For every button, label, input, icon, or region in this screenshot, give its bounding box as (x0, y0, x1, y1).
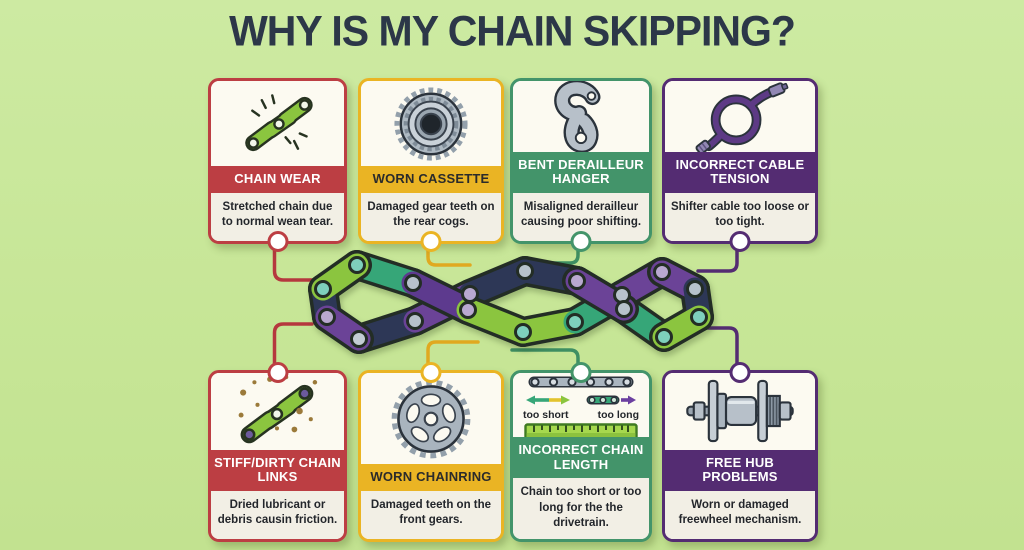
connector-node (420, 362, 442, 383)
card-title: INCORRECT CHAIN LENGTH (513, 437, 649, 479)
freehub-icon (665, 373, 815, 450)
dirty-chain-icon (211, 373, 344, 450)
too-short-label: too short (523, 408, 569, 421)
worn-cassette-icon (361, 81, 501, 167)
too-long-arrow (586, 395, 636, 405)
too-short-arrow (526, 395, 570, 405)
too-long-label: too long (597, 408, 639, 421)
card-title: FREE HUB PROBLEMS (665, 449, 815, 491)
card-free-hub-problems: FREE HUB PROBLEMS Worn or damaged freewh… (662, 362, 818, 542)
chain-wear-icon (211, 81, 344, 167)
connector-node (570, 362, 592, 383)
card-title: CHAIN WEAR (211, 166, 344, 193)
card-title: WORN CHAINRING (361, 464, 501, 491)
ruler-graphic (524, 423, 638, 438)
page-title: WHY IS MY CHAIN SKIPPING? (229, 7, 796, 55)
card-title: BENT DERAILLEUR HANGER (513, 151, 649, 193)
card-title: INCORRECT CABLE TENSION (665, 151, 815, 193)
connector-node (729, 362, 751, 383)
chainring-icon (361, 373, 501, 465)
card-description: Dried lubricant or debris causin frictio… (211, 491, 344, 539)
derailleur-hanger-icon (513, 81, 649, 152)
card-description: Worn or damaged freewheel mechanism. (665, 491, 815, 539)
card-worn-chainring: WORN CHAINRING Damaged teeth on the fron… (358, 362, 504, 542)
card-stiff-dirty-chain-links: STIFF/DIRTY CHAIN LINKS Dried lubricant … (208, 362, 347, 542)
card-incorrect-cable-tension: INCORRECT CABLE TENSION Shifter cable to… (662, 78, 818, 252)
card-description: Damaged teeth on the front gears. (361, 491, 501, 539)
connector-node (267, 362, 288, 383)
card-incorrect-chain-length: too short too long (510, 362, 652, 542)
cable-icon (665, 81, 815, 152)
card-bent-derailleur-hanger: BENT DERAILLEUR HANGER Misaligned derail… (510, 78, 652, 252)
card-description: Stretched chain due to normal wean tear. (211, 193, 344, 241)
card-description: Chain too short or too long for the the … (513, 478, 649, 539)
connector-node (570, 231, 592, 252)
card-description: Misaligned derailleur causing poor shift… (513, 193, 649, 241)
card-title: STIFF/DIRTY CHAIN LINKS (211, 449, 344, 491)
connector-node (420, 231, 442, 252)
connector-node (267, 231, 288, 252)
card-worn-cassette: WORN CASSETTE Damaged gear teeth on the … (358, 78, 504, 252)
connector-node (729, 231, 751, 252)
card-chain-wear: CHAIN WEAR Stretched chain due to normal… (208, 78, 347, 252)
card-title: WORN CASSETTE (361, 166, 501, 193)
